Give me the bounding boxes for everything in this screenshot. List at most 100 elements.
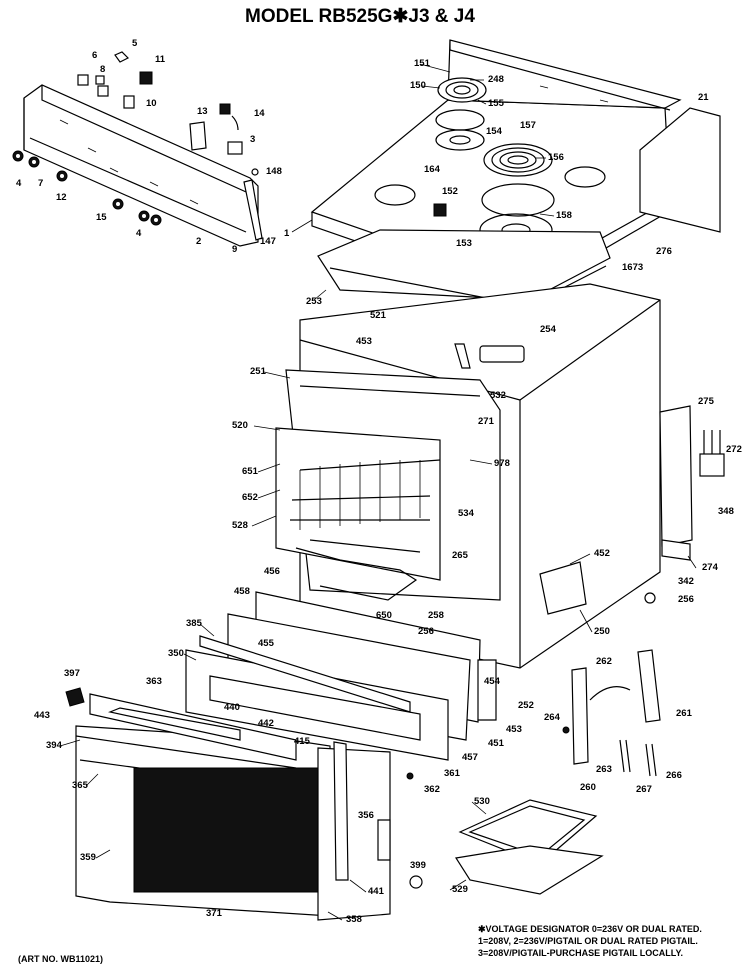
part-number-label: 399 bbox=[410, 860, 426, 871]
terminal-block bbox=[699, 453, 725, 477]
part-number-label: 453 bbox=[506, 724, 522, 735]
part-number-label: 14 bbox=[254, 108, 265, 119]
part-number-label: 455 bbox=[258, 638, 275, 649]
part-number-label: 356 bbox=[358, 810, 374, 821]
door-hinge-bar bbox=[333, 741, 349, 881]
part-number-label: 164 bbox=[424, 164, 441, 175]
part-number-label: 148 bbox=[266, 166, 282, 177]
part-number-label: 521 bbox=[370, 310, 387, 321]
drip-pan bbox=[317, 229, 611, 301]
part-number-label: 254 bbox=[540, 324, 557, 335]
part-number-label: 532 bbox=[490, 390, 506, 401]
part-number-label: 7 bbox=[38, 178, 43, 189]
part-number-label: 153 bbox=[456, 238, 472, 249]
part-number-label: 271 bbox=[478, 416, 495, 427]
part-number-label: 262 bbox=[596, 656, 612, 667]
oven-racks bbox=[275, 427, 441, 581]
art-number: (ART NO. WB11021) bbox=[18, 954, 103, 964]
part-number-label: 12 bbox=[56, 192, 67, 203]
switch-components bbox=[77, 51, 263, 241]
part-number-label: 458 bbox=[234, 586, 250, 597]
screw bbox=[406, 772, 414, 780]
part-number-label: 451 bbox=[488, 738, 505, 749]
part-number-label: 151 bbox=[414, 58, 431, 69]
door-stop bbox=[65, 687, 85, 707]
part-number-label: 443 bbox=[34, 710, 50, 721]
vent-duct bbox=[479, 345, 525, 363]
part-number-label: 15 bbox=[96, 212, 107, 223]
part-number-label: 253 bbox=[306, 296, 322, 307]
part-number-label: 442 bbox=[258, 718, 274, 729]
part-number-label: 534 bbox=[458, 508, 475, 519]
part-number-label: 528 bbox=[232, 520, 248, 531]
part-number-label: 156 bbox=[548, 152, 564, 163]
part-number-labels: 5 6 8 11 10 13 14 3 148 4 7 12 15 4 2 9 … bbox=[16, 38, 742, 925]
part-number-label: 371 bbox=[206, 908, 223, 919]
part-number-label: 265 bbox=[452, 550, 469, 561]
part-number-label: 250 bbox=[594, 626, 610, 637]
leveling-bracket bbox=[661, 539, 691, 561]
part-number-label: 260 bbox=[580, 782, 596, 793]
part-number-label: 147 bbox=[260, 236, 276, 247]
part-number-label: 342 bbox=[678, 576, 694, 587]
part-number-label: 4 bbox=[136, 228, 142, 239]
part-number-label: 276 bbox=[656, 246, 672, 257]
part-number-label: 158 bbox=[556, 210, 572, 221]
part-number-label: 10 bbox=[146, 98, 157, 109]
part-number-label: 394 bbox=[46, 740, 63, 751]
part-number-label: 251 bbox=[250, 366, 267, 377]
voltage-note-line-1: ✱VOLTAGE DESIGNATOR 0=236V OR DUAL RATED… bbox=[478, 924, 702, 934]
part-number-label: 530 bbox=[474, 796, 490, 807]
side-trim bbox=[477, 659, 497, 721]
part-number-label: 520 bbox=[232, 420, 248, 431]
part-number-label: 348 bbox=[718, 506, 734, 517]
part-number-label: 264 bbox=[544, 712, 561, 723]
surface-unit-large bbox=[479, 143, 555, 247]
part-number-label: 157 bbox=[520, 120, 536, 131]
control-panel-backsplash bbox=[23, 84, 259, 247]
part-number-label: 1 bbox=[284, 228, 290, 239]
leader-lines bbox=[59, 63, 697, 921]
receptacle bbox=[433, 203, 447, 217]
part-number-label: 154 bbox=[486, 126, 503, 137]
part-number-label: 652 bbox=[242, 492, 258, 503]
part-number-label: 452 bbox=[594, 548, 610, 559]
door-latch bbox=[377, 819, 391, 861]
part-number-label: 4 bbox=[16, 178, 22, 189]
bake-element bbox=[295, 547, 418, 601]
part-number-label: 275 bbox=[698, 396, 715, 407]
part-number-label: 261 bbox=[676, 708, 693, 719]
part-number-label: 3 bbox=[250, 134, 255, 145]
part-number-label: 11 bbox=[155, 54, 166, 65]
part-number-label: 529 bbox=[452, 884, 468, 895]
part-number-label: 350 bbox=[168, 648, 184, 659]
part-number-label: 454 bbox=[484, 676, 501, 687]
part-number-label: 651 bbox=[242, 466, 259, 477]
voltage-note-line-3: 3=208V/PIGTAIL-PURCHASE PIGTAIL LOCALLY. bbox=[478, 948, 683, 958]
part-number-label: 150 bbox=[410, 80, 426, 91]
part-number-label: 155 bbox=[488, 98, 505, 109]
door-hinges bbox=[562, 649, 661, 777]
part-number-label: 9 bbox=[232, 244, 237, 255]
part-number-label: 397 bbox=[64, 668, 80, 679]
leg-leveler bbox=[644, 592, 656, 604]
door-handle bbox=[199, 635, 411, 713]
part-number-label: 650 bbox=[376, 610, 392, 621]
part-number-label: 978 bbox=[494, 458, 510, 469]
part-number-label: 456 bbox=[264, 566, 280, 577]
part-number-label: 440 bbox=[224, 702, 240, 713]
part-number-label: 258 bbox=[428, 610, 444, 621]
part-number-label: 385 bbox=[186, 618, 203, 629]
broiler-pan bbox=[455, 799, 604, 895]
part-number-label: 263 bbox=[596, 764, 612, 775]
part-number-label: 13 bbox=[197, 106, 208, 117]
part-number-label: 256 bbox=[678, 594, 694, 605]
terminal-bracket bbox=[659, 405, 693, 547]
part-number-label: 363 bbox=[146, 676, 162, 687]
part-number-label: 272 bbox=[726, 444, 742, 455]
part-number-label: 2 bbox=[196, 236, 201, 247]
button-plug bbox=[409, 875, 423, 889]
part-number-label: 441 bbox=[368, 886, 385, 897]
surface-unit-small bbox=[435, 77, 487, 151]
